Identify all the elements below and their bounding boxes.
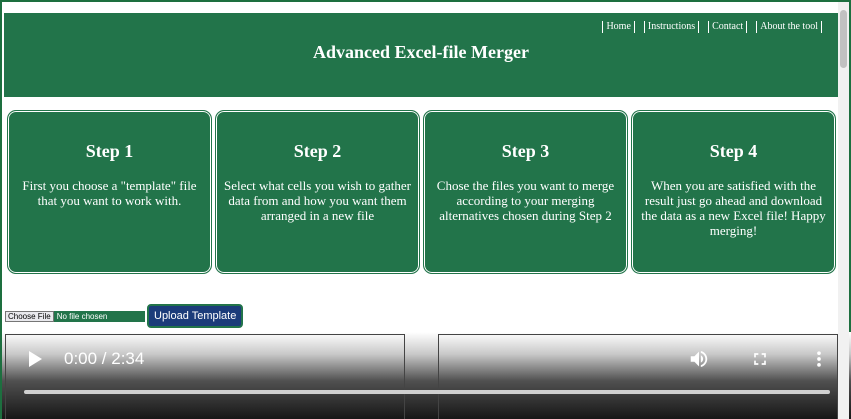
step-card-4: Step 4 When you are satisfied with the r… <box>631 110 836 274</box>
page-title: Advanced Excel-file Merger <box>313 42 529 62</box>
choose-file-button[interactable]: Choose File <box>5 310 54 322</box>
page-header: Home Instructions Contact About the tool… <box>4 13 838 97</box>
step-title: Step 1 <box>85 141 134 161</box>
steps-row: Step 1 First you choose a "template" fil… <box>7 110 838 274</box>
step-title: Step 3 <box>501 141 550 161</box>
nav-instructions-link[interactable]: Instructions <box>643 21 700 33</box>
video-time: 0:00 / 2:34 <box>64 349 145 368</box>
step-card-1: Step 1 First you choose a "template" fil… <box>7 110 212 274</box>
step-card-3: Step 3 Chose the files you want to merge… <box>423 110 628 274</box>
fullscreen-icon[interactable] <box>750 349 770 374</box>
upload-row: Choose File No file chosen Upload Templa… <box>5 304 244 328</box>
file-input[interactable]: Choose File No file chosen <box>5 310 145 322</box>
volume-icon[interactable] <box>688 348 710 375</box>
step-title: Step 2 <box>293 141 342 161</box>
video-frame-right <box>438 334 838 419</box>
step-text: When you are satisfied with the result j… <box>641 178 826 238</box>
top-nav: Home Instructions Contact About the tool <box>602 21 822 33</box>
nav-contact-link[interactable]: Contact <box>708 21 748 33</box>
video-frame-left <box>5 334 405 419</box>
upload-template-button[interactable]: Upload Template <box>147 304 244 328</box>
more-options-icon[interactable] <box>814 349 824 374</box>
step-text: Chose the files you want to merge accord… <box>436 178 615 223</box>
step-title: Step 4 <box>709 141 758 161</box>
step-card-2: Step 2 Select what cells you wish to gat… <box>215 110 420 274</box>
scrollbar-thumb[interactable] <box>840 10 847 68</box>
step-text: First you choose a "template" file that … <box>22 178 197 208</box>
page-scrollbar[interactable] <box>838 2 849 419</box>
video-progress-bar[interactable] <box>24 390 830 394</box>
play-icon[interactable] <box>29 351 42 367</box>
nav-about-link[interactable]: About the tool <box>756 21 822 33</box>
file-status: No file chosen <box>56 311 108 321</box>
video-player[interactable]: 0:00 / 2:34 <box>2 332 851 419</box>
nav-home-link[interactable]: Home <box>602 21 635 33</box>
step-text: Select what cells you wish to gather dat… <box>223 178 411 223</box>
